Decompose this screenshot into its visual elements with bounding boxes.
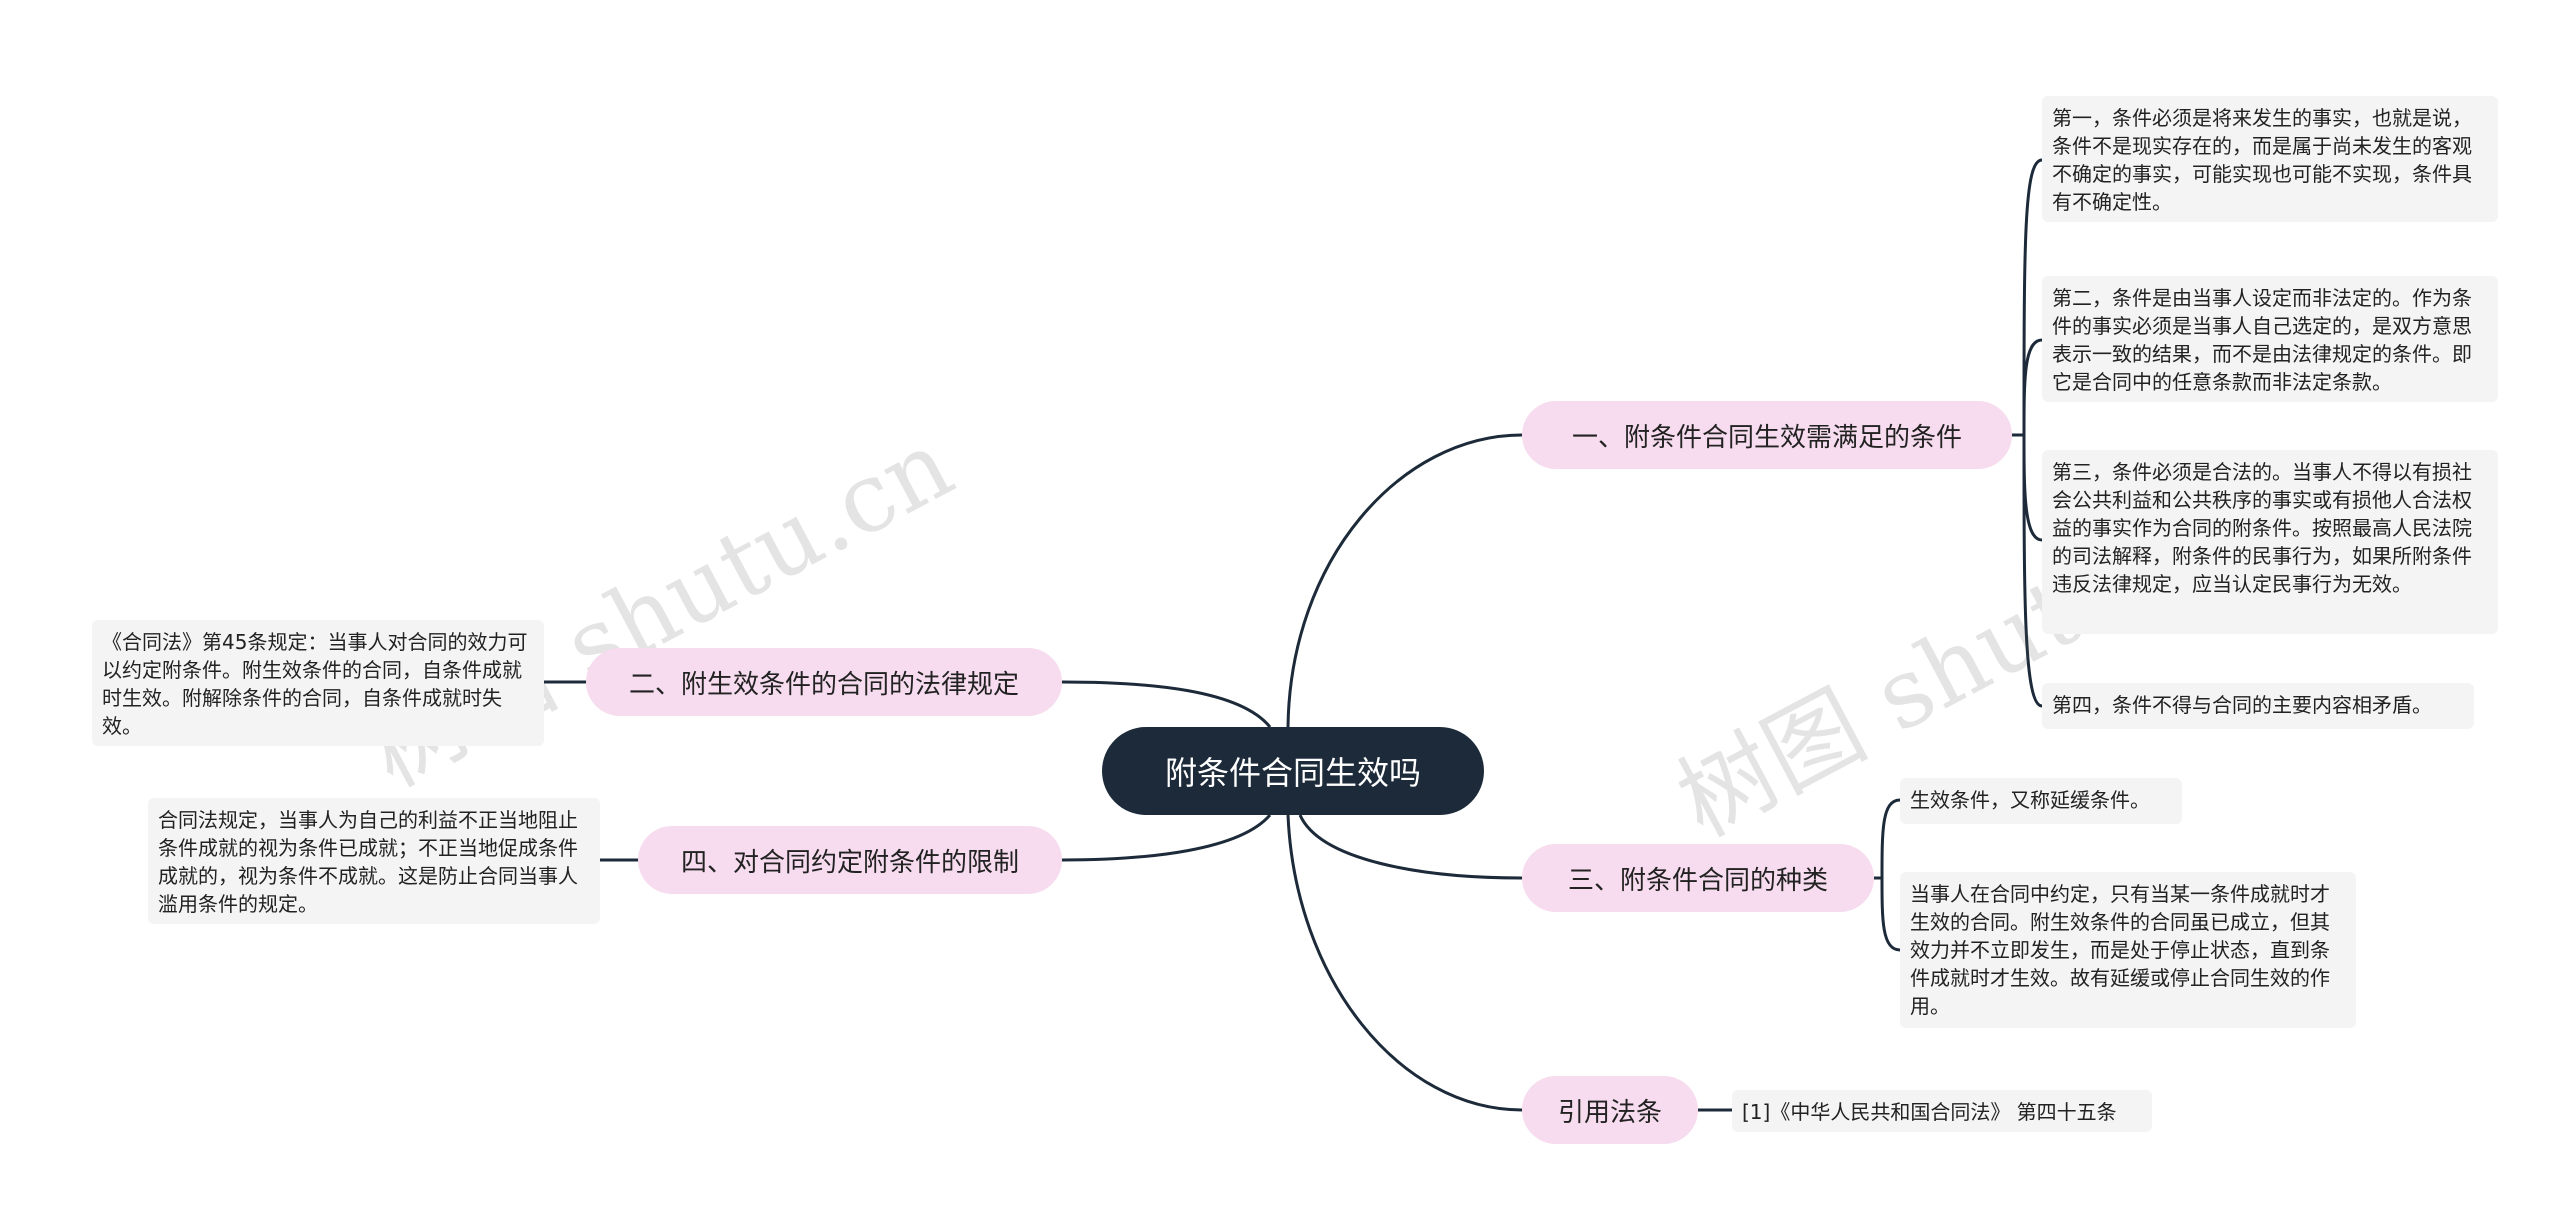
leaf-restriction-rule[interactable]: 合同法规定，当事人为自己的利益不正当地阻止条件成就的视为条件已成就；不正当地促成…: [148, 798, 600, 924]
link-leaf-1d: [2022, 434, 2043, 708]
link-root-branch-4: [1061, 814, 1272, 862]
root-node[interactable]: 附条件合同生效吗: [1102, 727, 1484, 815]
link-leaf-1a: [2022, 158, 2043, 436]
leaf-condition-first[interactable]: 第一，条件必须是将来发生的事实，也就是说，条件不是现实存在的，而是属于尚未发生的…: [2042, 96, 2498, 222]
leaf-condition-third[interactable]: 第三，条件必须是合法的。当事人不得以有损社会公共利益和公共秩序的事实或有损他人合…: [2042, 450, 2498, 634]
leaf-type-effective-condition[interactable]: 生效条件，又称延缓条件。: [1900, 778, 2182, 824]
link-leaf-1c: [2022, 434, 2043, 542]
link-root-branch-2: [1061, 680, 1272, 728]
branch-node-conditions[interactable]: 一、附条件合同生效需满足的条件: [1522, 401, 2012, 469]
leaf-type-description[interactable]: 当事人在合同中约定，只有当某一条件成就时才生效的合同。附生效条件的合同虽已成立，…: [1900, 872, 2356, 1028]
link-root-branch-5: [1286, 814, 1523, 1112]
link-leaf-1b: [2022, 338, 2043, 436]
branch-node-cited-law[interactable]: 引用法条: [1522, 1076, 1698, 1144]
link-leaf-3a: [1880, 798, 1901, 879]
link-root-branch-3: [1298, 814, 1523, 880]
leaf-condition-second[interactable]: 第二，条件是由当事人设定而非法定的。作为条件的事实必须是当事人自己选定的，是双方…: [2042, 276, 2498, 402]
leaf-cited-article[interactable]: [1]《中华人民共和国合同法》 第四十五条: [1732, 1090, 2152, 1132]
link-root-branch-1: [1286, 433, 1523, 728]
branch-node-legal-provisions[interactable]: 二、附生效条件的合同的法律规定: [586, 648, 1062, 716]
branch-node-types[interactable]: 三、附条件合同的种类: [1522, 844, 1874, 912]
leaf-condition-fourth[interactable]: 第四，条件不得与合同的主要内容相矛盾。: [2042, 683, 2474, 729]
link-leaf-3b: [1880, 877, 1901, 952]
branch-node-restrictions[interactable]: 四、对合同约定附条件的限制: [638, 826, 1062, 894]
leaf-article-45[interactable]: 《合同法》第45条规定：当事人对合同的效力可以约定附条件。附生效条件的合同，自条…: [92, 620, 544, 746]
